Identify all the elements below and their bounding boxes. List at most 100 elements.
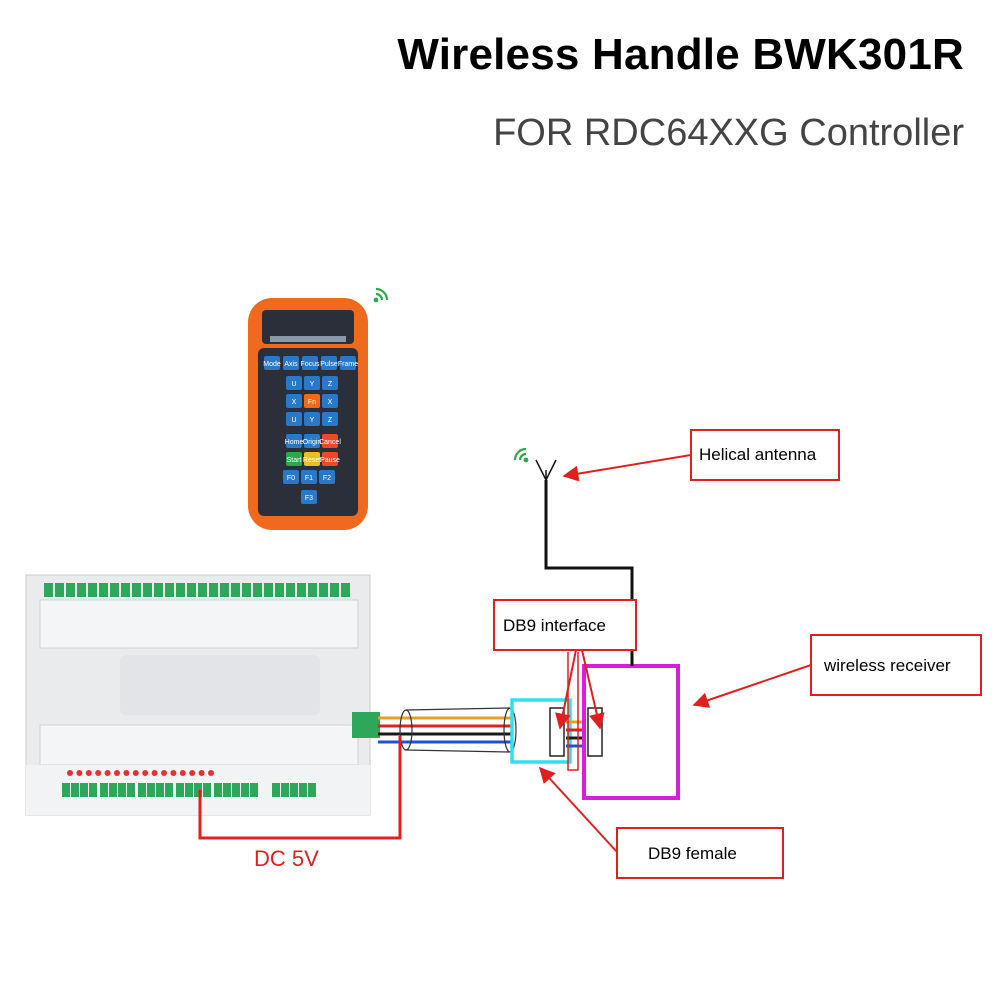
antenna-icon bbox=[535, 459, 557, 482]
terminal-pin bbox=[286, 583, 295, 597]
terminal-pin bbox=[71, 783, 79, 797]
status-led bbox=[123, 770, 130, 776]
terminal-pin bbox=[89, 783, 97, 797]
terminal-pin bbox=[77, 583, 86, 597]
terminal-pin bbox=[143, 583, 152, 597]
remote-key bbox=[301, 470, 317, 484]
terminal-pin bbox=[299, 783, 307, 797]
arrow-db9-interface-female bbox=[555, 649, 577, 730]
remote-key-label: U bbox=[291, 417, 296, 424]
terminal-pin bbox=[231, 583, 240, 597]
remote-key bbox=[321, 356, 337, 370]
terminal-pin bbox=[109, 783, 117, 797]
remote-key-label: Axis bbox=[284, 361, 298, 368]
remote-key-label: Origin bbox=[303, 439, 322, 446]
status-led bbox=[76, 770, 83, 776]
terminal-pin bbox=[250, 783, 258, 797]
status-led bbox=[161, 770, 167, 776]
remote-key-label: Home bbox=[285, 439, 304, 446]
status-led bbox=[189, 770, 196, 776]
remote-key bbox=[322, 394, 338, 408]
label-helical-antenna: Helical antenna bbox=[690, 429, 840, 481]
terminal-pin bbox=[241, 783, 249, 797]
terminal-pin bbox=[132, 583, 141, 597]
terminal-pin bbox=[165, 783, 173, 797]
remote-key bbox=[283, 356, 299, 370]
remote-key-label: Z bbox=[328, 417, 333, 424]
remote-key bbox=[286, 452, 302, 466]
terminal-pin bbox=[232, 783, 240, 797]
terminal-pin bbox=[220, 583, 229, 597]
status-led bbox=[85, 770, 92, 776]
remote-key bbox=[264, 356, 280, 370]
label-db9-female-text: DB9 female bbox=[648, 844, 737, 863]
remote-key-label: F1 bbox=[305, 475, 313, 482]
terminal-pin bbox=[330, 583, 339, 597]
terminal-pin bbox=[308, 583, 317, 597]
terminal-pin bbox=[154, 583, 163, 597]
remote-key bbox=[322, 452, 338, 466]
page-subtitle: FOR RDC64XXG Controller bbox=[493, 112, 964, 154]
terminal-pin bbox=[62, 783, 70, 797]
status-led bbox=[132, 770, 139, 776]
remote-key-label: F3 bbox=[305, 495, 313, 502]
remote-key bbox=[286, 434, 302, 448]
remote-key bbox=[304, 452, 320, 466]
remote-key bbox=[304, 394, 320, 408]
remote-key bbox=[322, 434, 338, 448]
label-db9-female: DB9 female bbox=[616, 827, 784, 879]
terminal-pin bbox=[176, 583, 185, 597]
remote-key-label: Fn bbox=[308, 399, 316, 406]
terminal-pin bbox=[185, 783, 193, 797]
controller-top-panel bbox=[39, 599, 359, 649]
status-led bbox=[198, 770, 205, 776]
page-title: Wireless Handle BWK301R bbox=[397, 30, 964, 79]
status-led bbox=[67, 770, 73, 776]
remote-key-label: U bbox=[291, 381, 296, 388]
terminal-pin bbox=[242, 583, 251, 597]
db9-female-pins bbox=[549, 707, 565, 757]
remote-key-label: Mode bbox=[263, 361, 281, 368]
terminal-pin bbox=[264, 583, 273, 597]
terminal-pin bbox=[138, 783, 146, 797]
remote-display-bar bbox=[270, 336, 346, 342]
arrow-db9-interface-receiver bbox=[581, 649, 605, 730]
terminal-pin bbox=[214, 783, 222, 797]
remote-key-label: Reset bbox=[303, 457, 321, 464]
arrow-wireless-receiver bbox=[692, 664, 812, 708]
db9-interface-pins bbox=[587, 707, 603, 757]
arrow-db9-female bbox=[538, 766, 618, 853]
remote-key-label: Cancel bbox=[319, 439, 341, 446]
terminal-pin bbox=[272, 783, 280, 797]
remote-key-label: Pulse bbox=[320, 361, 338, 368]
label-dc-5v: DC 5V bbox=[254, 846, 319, 871]
bottom-terminal-blocks bbox=[62, 783, 316, 797]
terminal-pin bbox=[121, 583, 130, 597]
terminal-pin bbox=[110, 583, 119, 597]
cable bbox=[378, 707, 517, 753]
status-led bbox=[104, 770, 111, 776]
terminal-pin bbox=[319, 583, 328, 597]
db9-interface-frame bbox=[567, 652, 579, 771]
remote-key bbox=[304, 412, 320, 426]
terminal-pin bbox=[341, 583, 350, 597]
remote-key bbox=[283, 470, 299, 484]
status-led bbox=[179, 770, 186, 776]
remote-key-label: Frame bbox=[338, 361, 358, 368]
terminal-pin bbox=[281, 783, 289, 797]
terminal-pin bbox=[203, 783, 211, 797]
terminal-pin bbox=[156, 783, 164, 797]
remote-key-label: F0 bbox=[287, 475, 295, 482]
remote-key-label: F2 bbox=[323, 475, 331, 482]
terminal-pin bbox=[275, 583, 284, 597]
status-led bbox=[208, 770, 214, 776]
terminal-pin bbox=[127, 783, 135, 797]
db9-female-connector bbox=[510, 698, 572, 764]
remote-key bbox=[322, 376, 338, 390]
status-led bbox=[142, 770, 149, 776]
wireless-receiver-box bbox=[582, 664, 680, 800]
controller-db-connector bbox=[352, 712, 380, 738]
